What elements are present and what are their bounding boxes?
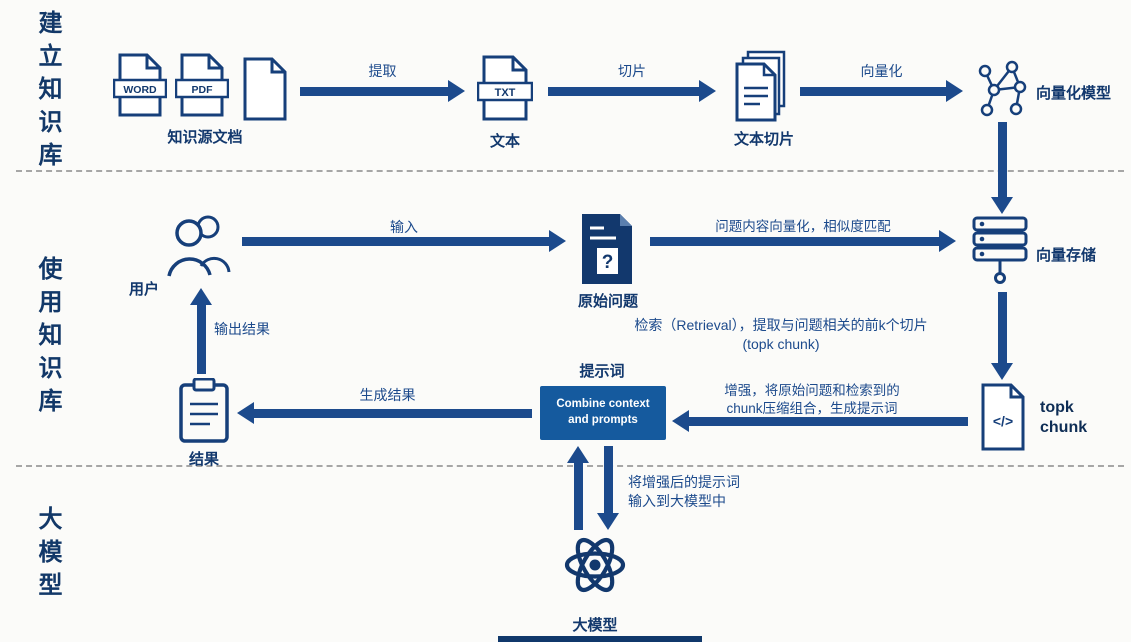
arrow-slice — [548, 80, 716, 102]
word-badge: WORD — [123, 84, 157, 96]
source-docs-label: 知识源文档 — [167, 129, 243, 146]
prompt-label: 提示词 — [579, 363, 625, 380]
combine-context-box: Combine context and prompts — [540, 386, 666, 440]
arrow-model-to-store — [991, 122, 1013, 214]
arrow-similarity — [650, 230, 956, 252]
topk-chunk-icon: </> — [977, 383, 1029, 451]
question-mark-glyph: ? — [602, 252, 614, 273]
text-label: 文本 — [489, 133, 520, 150]
divider-build-use — [16, 170, 1124, 172]
original-question-label: 原始问题 — [577, 293, 638, 310]
pdf-document-icon: PDF — [175, 53, 229, 117]
augment-label-line1: 增强，将原始问题和检索到的 — [724, 383, 900, 398]
arrow-store-to-topk — [991, 292, 1013, 380]
word-document-icon: WORD — [113, 53, 167, 117]
user-icon — [165, 210, 233, 282]
txt-document-icon: TXT — [477, 55, 533, 121]
arrow-output-result — [190, 288, 212, 374]
augment-label-line2: chunk压缩组合，生成提示词 — [726, 401, 898, 417]
section-label-llm: 大模型 — [34, 506, 61, 605]
augment-arrow-label: 增强，将原始问题和检索到的 chunk压缩组合，生成提示词 — [678, 382, 946, 418]
to-llm-label: 将增强后的提示词 输入到大模型中 — [628, 473, 788, 511]
topk-chunk-label: topk chunk — [1040, 399, 1088, 436]
vector-store-icon — [968, 216, 1032, 288]
plain-document-icon — [239, 57, 291, 121]
similarity-arrow-label: 问题内容向量化，相似度匹配 — [715, 219, 891, 234]
retrieval-label: 检索（Retrieval），提取与问题相关的前k个切片 (topk chunk) — [596, 316, 966, 354]
bottom-edge-bar — [498, 636, 702, 642]
input-arrow-label: 输入 — [390, 219, 418, 235]
divider-use-llm — [16, 465, 1124, 467]
to-llm-label-line2: 输入到大模型中 — [628, 492, 726, 509]
vector-store-label: 向量存储 — [1036, 247, 1097, 264]
pdf-badge: PDF — [192, 84, 214, 96]
vectorize-arrow-label: 向量化 — [860, 63, 903, 79]
original-question-icon: ? — [578, 212, 636, 286]
output-result-label: 输出结果 — [214, 321, 270, 337]
to-llm-label-line1: 将增强后的提示词 — [628, 474, 740, 490]
user-label: 用户 — [128, 281, 159, 298]
embedding-model-label: 向量化模型 — [1036, 85, 1112, 102]
generate-result-label: 生成结果 — [359, 387, 416, 403]
big-model-icon — [562, 532, 628, 598]
section-label-use: 使用知识库 — [34, 256, 61, 421]
arrow-generate-result — [237, 402, 532, 424]
extract-arrow-label: 提取 — [368, 63, 397, 79]
section-label-build: 建立知识库 — [34, 10, 61, 175]
arrow-extract — [300, 80, 465, 102]
result-icon — [178, 378, 230, 444]
arrow-llm-to-combine — [567, 446, 589, 530]
arrow-input — [242, 230, 566, 252]
retrieval-label-line1: 检索（Retrieval），提取与问题相关的前k个切片 — [634, 317, 928, 333]
big-model-label: 大模型 — [572, 617, 618, 634]
txt-badge: TXT — [495, 87, 516, 99]
retrieval-label-line2: (topk chunk) — [742, 335, 820, 352]
result-label: 结果 — [188, 451, 219, 468]
arrow-vectorize — [800, 80, 963, 102]
text-chunks-label: 文本切片 — [733, 131, 794, 148]
code-glyph: </> — [993, 413, 1013, 429]
embedding-model-icon — [972, 60, 1032, 120]
text-chunks-icon — [733, 50, 791, 122]
arrow-combine-to-llm — [597, 446, 619, 530]
slice-arrow-label: 切片 — [618, 63, 646, 79]
arrow-augment — [672, 410, 968, 432]
